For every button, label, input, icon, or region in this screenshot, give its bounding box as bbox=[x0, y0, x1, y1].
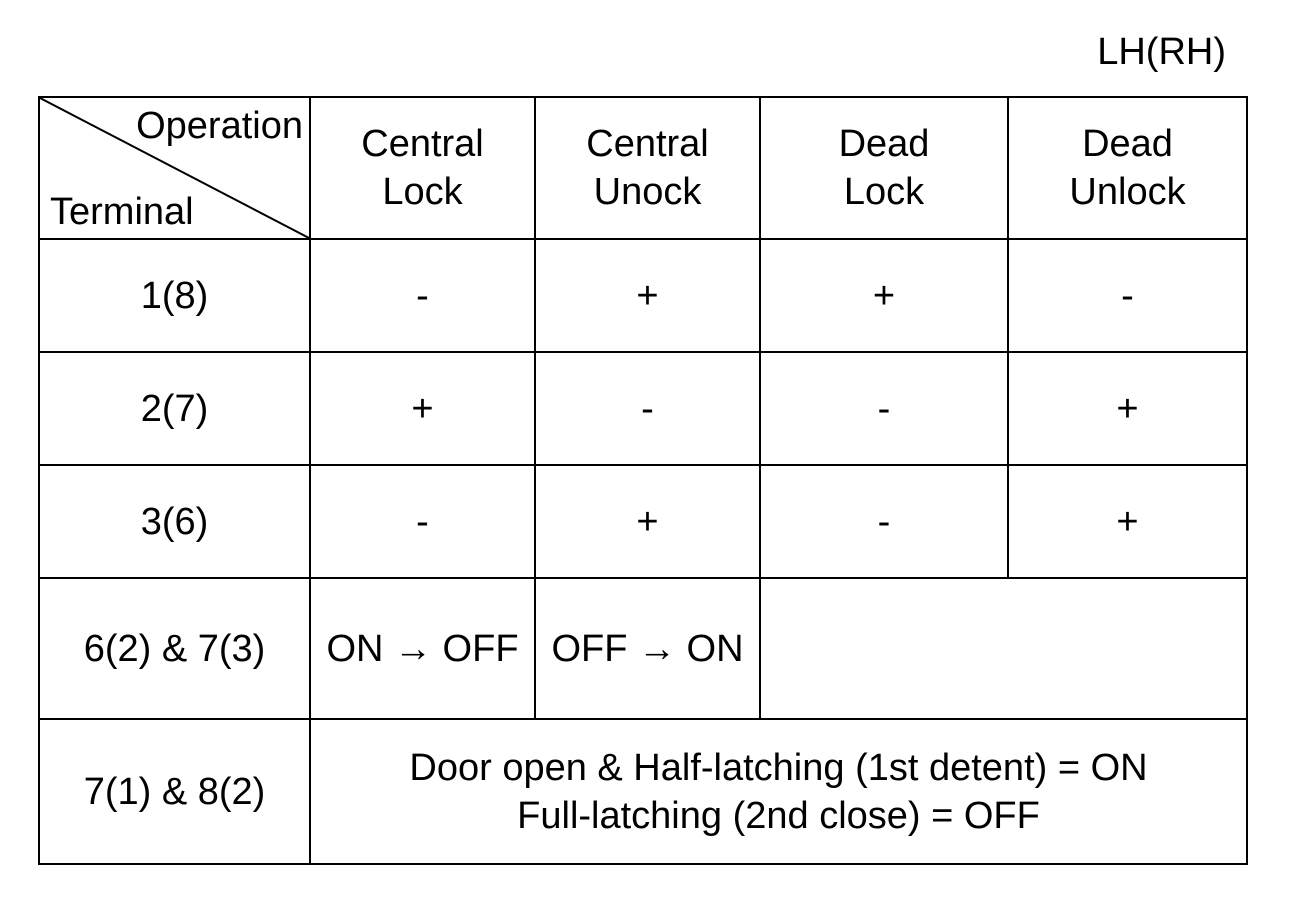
value-cell: + bbox=[309, 351, 536, 466]
central-unlock-contact-cell: OFF → ON bbox=[534, 577, 761, 720]
column-header-central-unlock: Central Unock bbox=[534, 96, 761, 240]
table-row: 2(7) + - - + bbox=[38, 351, 1248, 466]
corner-operation-label: Operation bbox=[136, 105, 303, 147]
terminal-cell: 7(1) & 8(2) bbox=[38, 718, 311, 865]
table-row: 7(1) & 8(2) Door open & Half-latching (1… bbox=[38, 718, 1248, 865]
value-cell: - bbox=[309, 464, 536, 579]
value-cell: + bbox=[534, 238, 761, 353]
header-row: Operation Terminal Central Lock Central … bbox=[38, 96, 1248, 240]
side-label: LH(RH) bbox=[1097, 31, 1226, 73]
terminal-cell: 2(7) bbox=[38, 351, 311, 466]
value-cell: + bbox=[534, 464, 761, 579]
terminal-operation-table: Operation Terminal Central Lock Central … bbox=[38, 96, 1248, 865]
value-cell: - bbox=[759, 464, 1009, 579]
value-cell: + bbox=[1007, 464, 1248, 579]
table-row: 6(2) & 7(3) ON → OFF OFF → ON bbox=[38, 577, 1248, 720]
value-cell: + bbox=[1007, 351, 1248, 466]
column-header-central-lock: Central Lock bbox=[309, 96, 536, 240]
corner-terminal-label: Terminal bbox=[50, 191, 194, 233]
table-row: 1(8) - + + - bbox=[38, 238, 1248, 353]
terminal-cell: 6(2) & 7(3) bbox=[38, 577, 311, 720]
terminal-cell: 1(8) bbox=[38, 238, 311, 353]
table-row: 3(6) - + - + bbox=[38, 464, 1248, 579]
column-header-dead-lock: Dead Lock bbox=[759, 96, 1009, 240]
value-cell: + bbox=[759, 238, 1009, 353]
value-cell: - bbox=[534, 351, 761, 466]
corner-header-cell: Operation Terminal bbox=[38, 96, 311, 240]
value-cell: - bbox=[309, 238, 536, 353]
terminal-cell: 3(6) bbox=[38, 464, 311, 579]
column-header-dead-unlock: Dead Unlock bbox=[1007, 96, 1248, 240]
latch-line-half: Door open & Half-latching (1st detent) =… bbox=[409, 746, 1148, 789]
value-cell: - bbox=[759, 351, 1009, 466]
value-cell: - bbox=[1007, 238, 1248, 353]
latch-description-cell: Door open & Half-latching (1st detent) =… bbox=[309, 718, 1248, 865]
latch-line-full: Full-latching (2nd close) = OFF bbox=[517, 794, 1040, 837]
empty-dead-lock-cell bbox=[759, 577, 1248, 720]
diagonal-divider bbox=[40, 98, 309, 238]
central-lock-contact-cell: ON → OFF bbox=[309, 577, 536, 720]
